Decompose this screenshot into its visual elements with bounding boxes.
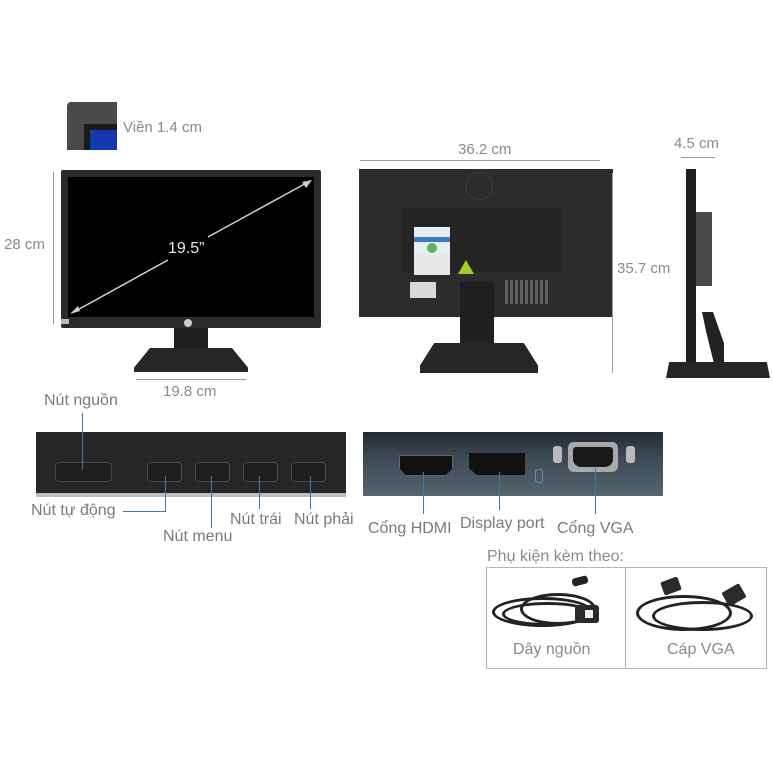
left-callout-line bbox=[259, 476, 260, 509]
bezel-screen-corner bbox=[90, 130, 117, 150]
menu-button-label: Nút menu bbox=[163, 528, 233, 545]
auto-callout-line-h bbox=[123, 511, 166, 512]
auto-button[interactable] bbox=[147, 462, 182, 482]
regulatory-label bbox=[505, 280, 549, 304]
side-depth-label: 4.5 cm bbox=[674, 135, 720, 152]
dp-callout-line bbox=[499, 472, 500, 510]
front-stand-neck bbox=[174, 328, 208, 350]
power-button[interactable] bbox=[55, 462, 112, 482]
power-button-label: Nút nguồn bbox=[44, 392, 118, 409]
rear-stand-neck bbox=[460, 282, 494, 346]
strip-bottom-edge bbox=[36, 493, 346, 497]
screen-diagonal-label: 19.5” bbox=[168, 240, 205, 257]
side-monitor-back bbox=[696, 212, 712, 286]
diagonal-arrow-icon bbox=[70, 180, 312, 314]
bezel-thumbnail bbox=[67, 102, 117, 150]
side-depth-dimension-line bbox=[681, 157, 715, 158]
info-sticker bbox=[414, 255, 450, 275]
side-stand-arm bbox=[702, 312, 724, 364]
power-callout-line bbox=[82, 413, 83, 470]
right-button[interactable] bbox=[291, 462, 326, 482]
side-monitor-panel bbox=[686, 169, 696, 377]
left-button-label: Nút trái bbox=[230, 511, 282, 528]
front-monitor-screen bbox=[68, 177, 314, 317]
vga-port-icon bbox=[568, 442, 618, 472]
auto-callout-line bbox=[165, 476, 166, 512]
hdmi-callout-line bbox=[423, 472, 424, 514]
rear-height-label: 35.7 cm bbox=[617, 260, 671, 277]
serial-label bbox=[410, 282, 436, 298]
front-height-dimension-line bbox=[53, 172, 54, 324]
menu-callout-line bbox=[211, 476, 212, 528]
hdmi-port-icon bbox=[399, 455, 453, 476]
menu-button[interactable] bbox=[195, 462, 230, 482]
rear-width-dimension-line bbox=[360, 160, 600, 161]
rear-height-dimension-line bbox=[612, 173, 613, 373]
hp-logo-icon bbox=[184, 319, 192, 327]
vga-cable-icon bbox=[632, 575, 762, 635]
displayport-label: Display port bbox=[460, 515, 545, 532]
base-width-dimension-line bbox=[136, 379, 246, 380]
base-width-label: 19.8 cm bbox=[163, 383, 217, 400]
rear-stand-base bbox=[420, 343, 538, 373]
accessories-divider bbox=[625, 567, 626, 668]
vga-screw-right-icon bbox=[626, 446, 635, 463]
front-stand-base bbox=[134, 348, 248, 372]
accessory-label-power-cable: Dây nguồn bbox=[513, 641, 591, 658]
right-callout-line bbox=[310, 476, 311, 509]
displayport-icon bbox=[469, 453, 525, 475]
auto-button-label: Nút tự động bbox=[31, 502, 116, 519]
side-stand-base bbox=[666, 362, 770, 378]
hp-logo-icon bbox=[465, 172, 493, 200]
warranty-sticker bbox=[414, 227, 450, 255]
hdmi-port-label: Cổng HDMI bbox=[368, 520, 452, 537]
vga-callout-line bbox=[595, 468, 596, 514]
vga-port-label: Cổng VGA bbox=[557, 520, 634, 537]
control-buttons-strip bbox=[36, 432, 346, 496]
right-button-label: Nút phải bbox=[294, 511, 354, 528]
accessories-box bbox=[486, 567, 767, 669]
accessory-label-vga-cable: Cáp VGA bbox=[667, 641, 735, 658]
left-button[interactable] bbox=[243, 462, 278, 482]
bezel-label: Viền 1.4 cm bbox=[123, 119, 202, 136]
front-bezel-sticker bbox=[61, 319, 69, 324]
accessories-title: Phụ kiện kèm theo: bbox=[487, 548, 624, 565]
lock-slot-icon bbox=[535, 469, 543, 483]
vga-screw-left-icon bbox=[553, 446, 562, 463]
rear-width-label: 36.2 cm bbox=[458, 141, 512, 158]
front-height-label: 28 cm bbox=[4, 236, 45, 253]
power-cable-icon bbox=[490, 575, 620, 635]
